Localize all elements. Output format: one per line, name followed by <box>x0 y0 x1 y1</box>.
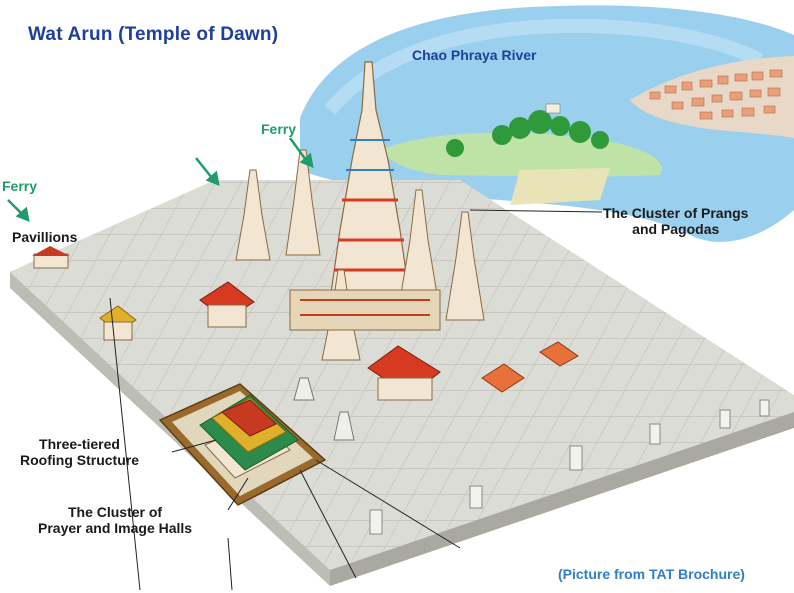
pavilions-label: Pavillions <box>12 229 78 245</box>
river-highlight <box>324 18 764 115</box>
ferry-label-top: Ferry <box>261 121 297 137</box>
wall-posts <box>369 399 770 535</box>
source-caption: (Picture from TAT Brochure) <box>558 566 745 582</box>
pagoda-cluster <box>235 61 485 441</box>
diagram-title: Wat Arun (Temple of Dawn) <box>28 24 279 45</box>
ferry-label-left: Ferry <box>2 178 38 194</box>
three-tiered-hall <box>199 394 299 479</box>
riverside-house <box>545 103 561 114</box>
far-bank-houses <box>649 69 783 120</box>
riverside-trees <box>446 110 609 157</box>
riverside-road <box>510 168 610 205</box>
pagoda-right <box>445 211 485 321</box>
prangs-label: The Cluster of Prangs and Pagodas <box>603 205 748 237</box>
red-roof-halls <box>32 246 579 401</box>
halls-label: The Cluster of Prayer and Image Halls <box>38 504 192 536</box>
pagoda-left <box>235 169 271 261</box>
pagoda-left2 <box>285 149 321 256</box>
roofing-label-line1: Three-tiered <box>39 436 120 452</box>
small-stupa-2 <box>333 411 355 441</box>
roofing-label: Three-tiered Roofing Structure <box>20 436 139 468</box>
small-stupa-1 <box>293 377 315 401</box>
halls-label-line1: The Cluster of <box>67 504 163 520</box>
prang-base <box>289 289 441 331</box>
prangs-label-line2: and Pagodas <box>632 221 720 238</box>
leader-lines <box>109 209 603 591</box>
plaza-right-wall <box>330 412 794 586</box>
prangs-label-line1: The Cluster of Prangs <box>603 205 749 221</box>
river-label: Chao Phraya River <box>412 47 537 63</box>
halls-label-line2: Prayer and Image Halls <box>38 520 193 537</box>
roofing-label-line2: Roofing Structure <box>20 452 139 469</box>
ferry-arrows <box>7 137 314 222</box>
